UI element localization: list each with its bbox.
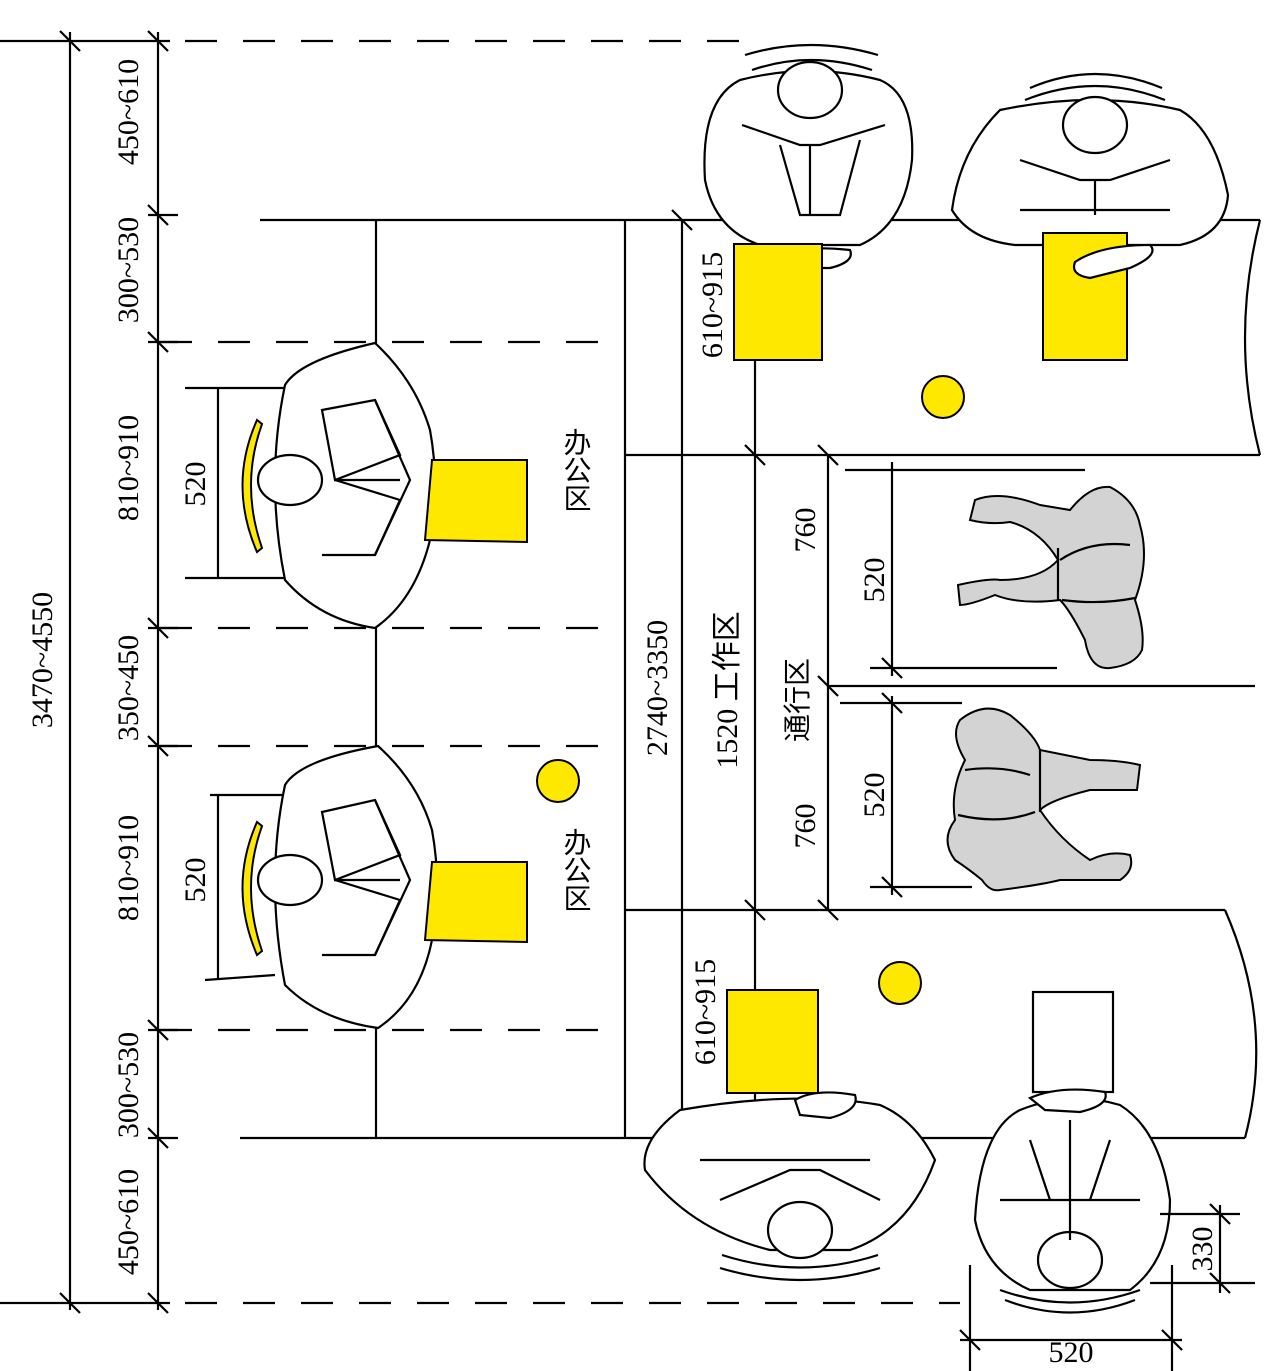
dim-passage-760-bottom: 760 [789,804,822,849]
paper-office-top [423,459,528,544]
chair-arc-top [241,418,264,554]
chair-arc-bottom [241,820,264,957]
zone-label-office-bottom: 办公区 [560,828,593,912]
dim-bottom-330: 330 [1186,1227,1219,1272]
dim-bottom-520: 520 [1049,1336,1094,1369]
person-work-top-1 [703,43,914,270]
dot-office [536,759,580,803]
dim-chain-2: 300~530 [112,217,145,323]
svg-text:办公区: 办公区 [560,428,593,512]
left-520-dims [185,386,290,982]
dimension-lines [0,30,178,1314]
paper-work-top-1 [733,243,823,361]
person-office-bottom [256,744,439,1030]
person-work-bottom-1 [643,1091,937,1282]
dim-chain-4: 350~450 [112,635,145,741]
passage-figure-top [956,485,1145,670]
paper-work-bottom-2 [1031,990,1115,1094]
dim-left-520-top: 520 [179,462,212,507]
dim-left-520-bottom: 520 [179,858,212,903]
dim-desk-depth-bottom: 610~915 [689,959,722,1065]
person-work-bottom-2 [973,1088,1172,1314]
dim-right-520-top: 520 [858,558,891,603]
dim-chain-3: 810~910 [112,415,145,521]
dim-chain-7: 450~610 [112,1169,145,1275]
paper-work-bottom-1 [726,989,819,1094]
dim-chain-6: 300~530 [112,1032,145,1138]
person-work-top-2 [950,72,1230,247]
right-520-dims [840,462,1085,898]
dim-right-520-bottom: 520 [858,773,891,818]
hands-work-top-2 [1072,243,1154,280]
dim-work-zone: 1520 工作区 [711,611,744,769]
dot-work-top [921,375,965,419]
dot-work-bottom [878,961,922,1005]
dim-chain-1: 450~610 [112,59,145,165]
paper-office-bottom [423,861,528,944]
dim-zone-total: 2740~3350 [641,620,674,756]
dim-overall: 3470~4550 [26,592,59,728]
dim-desk-depth-top: 610~915 [696,252,729,358]
label-passage-zone: 通行区 [781,658,814,742]
passage-figure-bottom [946,707,1142,892]
bottom-right-dims [959,1203,1255,1371]
person-office-top [256,341,437,630]
svg-text:办公区: 办公区 [560,828,593,912]
zone-label-office-top: 办公区 [560,428,593,512]
dashed-guides [160,39,960,1305]
dim-chain-5: 810~910 [112,815,145,921]
dim-passage-760-top: 760 [789,508,822,553]
